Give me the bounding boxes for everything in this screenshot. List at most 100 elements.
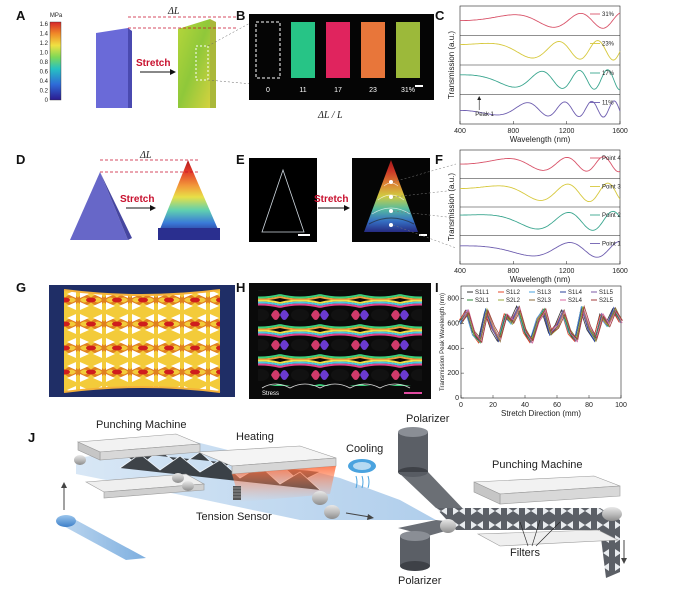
scale-bar bbox=[298, 234, 310, 236]
stretch-arrow-head bbox=[344, 205, 350, 211]
lattice-edge bbox=[63, 289, 221, 296]
roller bbox=[182, 481, 194, 491]
filters-pointer bbox=[519, 519, 561, 547]
flow-arrow bbox=[345, 512, 371, 518]
swatch-label: 31% bbox=[401, 87, 415, 94]
panel-label-d: D bbox=[16, 152, 25, 167]
x-axis-label: Wavelength (nm) bbox=[510, 275, 571, 284]
legend-label: Point 2 bbox=[602, 213, 621, 219]
panel-label-c: C bbox=[435, 8, 445, 23]
legend-label: S2L1 bbox=[475, 298, 490, 304]
panel-e: Stretch bbox=[249, 158, 457, 249]
unstretched-block-side bbox=[128, 28, 132, 108]
tension-sensor-label: Tension Sensor bbox=[196, 511, 272, 523]
scale-bar bbox=[419, 234, 427, 236]
swatch bbox=[361, 22, 385, 78]
spectrum-line bbox=[459, 241, 621, 258]
colorbar-unit: MPa bbox=[50, 13, 63, 19]
y-tick-label: 600 bbox=[447, 320, 459, 327]
legend-label: S2L4 bbox=[568, 298, 583, 304]
selection-box bbox=[195, 45, 209, 81]
colorbar-ticks: 1.61.41.21.00.80.60.40.20 bbox=[40, 22, 49, 104]
photoelastic-lattice bbox=[258, 290, 422, 386]
colorbar-tick-label: 1.4 bbox=[40, 32, 49, 38]
panel-label-e: E bbox=[236, 152, 245, 167]
heating-label: Heating bbox=[236, 431, 274, 443]
legend-label: Point 3 bbox=[602, 185, 621, 191]
legend-label: Point 4 bbox=[602, 156, 621, 162]
x-tick-label: 800 bbox=[507, 268, 519, 275]
swatch bbox=[291, 22, 315, 78]
punching-machine-2-label: Punching Machine bbox=[492, 459, 583, 471]
triangle-stretched bbox=[158, 160, 220, 234]
colorbar-tick-label: 1.2 bbox=[40, 41, 49, 47]
polarizer-top-label: Polarizer bbox=[406, 413, 450, 425]
x-tick-label: 800 bbox=[507, 128, 519, 135]
spectrum-line bbox=[460, 156, 621, 173]
x-axis-label: Stretch Direction (mm) bbox=[501, 409, 581, 418]
panel-j: Punching Machine Heating Tension Sensor bbox=[56, 413, 627, 587]
x-tick-label: 60 bbox=[553, 402, 561, 409]
triangle-unstretched bbox=[70, 172, 128, 240]
feed-arrow-head bbox=[61, 482, 67, 488]
colorbar-tick-label: 0 bbox=[45, 98, 49, 104]
colorbar-tick-label: 1.6 bbox=[40, 22, 49, 28]
point-marker bbox=[389, 195, 393, 199]
roller bbox=[324, 505, 340, 519]
y-tick-label: 0 bbox=[455, 395, 459, 402]
stress-profile bbox=[261, 383, 411, 389]
cooling-label: Cooling bbox=[346, 443, 383, 455]
legend-label: S1L4 bbox=[568, 290, 583, 296]
stretch-label: Stretch bbox=[120, 194, 154, 205]
stress-label: Stress bbox=[262, 391, 279, 397]
spectrum-line bbox=[460, 69, 621, 91]
stretched-block-side bbox=[210, 19, 216, 108]
delta-l-label: ΔL bbox=[167, 6, 180, 17]
zoom-line bbox=[207, 21, 253, 47]
panel-label-b: B bbox=[236, 8, 245, 23]
legend-label: 23% bbox=[602, 42, 615, 48]
triangle-outline bbox=[261, 168, 305, 233]
filter-web bbox=[436, 508, 620, 578]
legend-label: Point 1 bbox=[602, 242, 621, 248]
colorbar-tick-label: 1.0 bbox=[40, 51, 49, 57]
colorbar-tick-label: 0.8 bbox=[40, 60, 49, 66]
colorbar-tick-label: 0.4 bbox=[40, 79, 49, 85]
panel-h: Stress bbox=[249, 283, 431, 399]
panel-a: MPa 1.61.41.21.00.80.60.40.20 ΔL Stretch bbox=[40, 6, 253, 108]
output-arrow-head bbox=[621, 558, 627, 564]
scale-bar bbox=[404, 392, 422, 394]
legend-label: S2L2 bbox=[506, 298, 521, 304]
legend-label: 17% bbox=[602, 71, 615, 77]
roller bbox=[172, 473, 184, 483]
stretch-arrow-head bbox=[150, 205, 156, 211]
y-axis-label: Transmission (a.u.) bbox=[447, 173, 456, 242]
panel-label-h: H bbox=[236, 280, 245, 295]
spectrum-line bbox=[460, 100, 621, 118]
colorbar-tick-label: 0.6 bbox=[40, 70, 49, 76]
panel-d: ΔL Stretch bbox=[70, 150, 220, 240]
roller bbox=[312, 491, 328, 505]
x-tick-label: 1600 bbox=[612, 128, 628, 135]
panel-label-a: A bbox=[16, 8, 26, 23]
feed-roll bbox=[56, 515, 76, 527]
lattice-stress-map bbox=[64, 290, 220, 392]
x-tick-label: 20 bbox=[489, 402, 497, 409]
photo-before bbox=[249, 158, 317, 242]
stretched-block bbox=[178, 19, 210, 108]
triangle-base bbox=[158, 228, 220, 240]
x-tick-label: 400 bbox=[454, 128, 466, 135]
y-tick-label: 200 bbox=[447, 370, 459, 377]
legend-label: S2L5 bbox=[599, 298, 614, 304]
swatch-label: 11 bbox=[299, 87, 306, 94]
panel-label-f: F bbox=[435, 152, 443, 167]
annotation-arrow-head bbox=[477, 96, 482, 100]
roller bbox=[74, 455, 86, 465]
